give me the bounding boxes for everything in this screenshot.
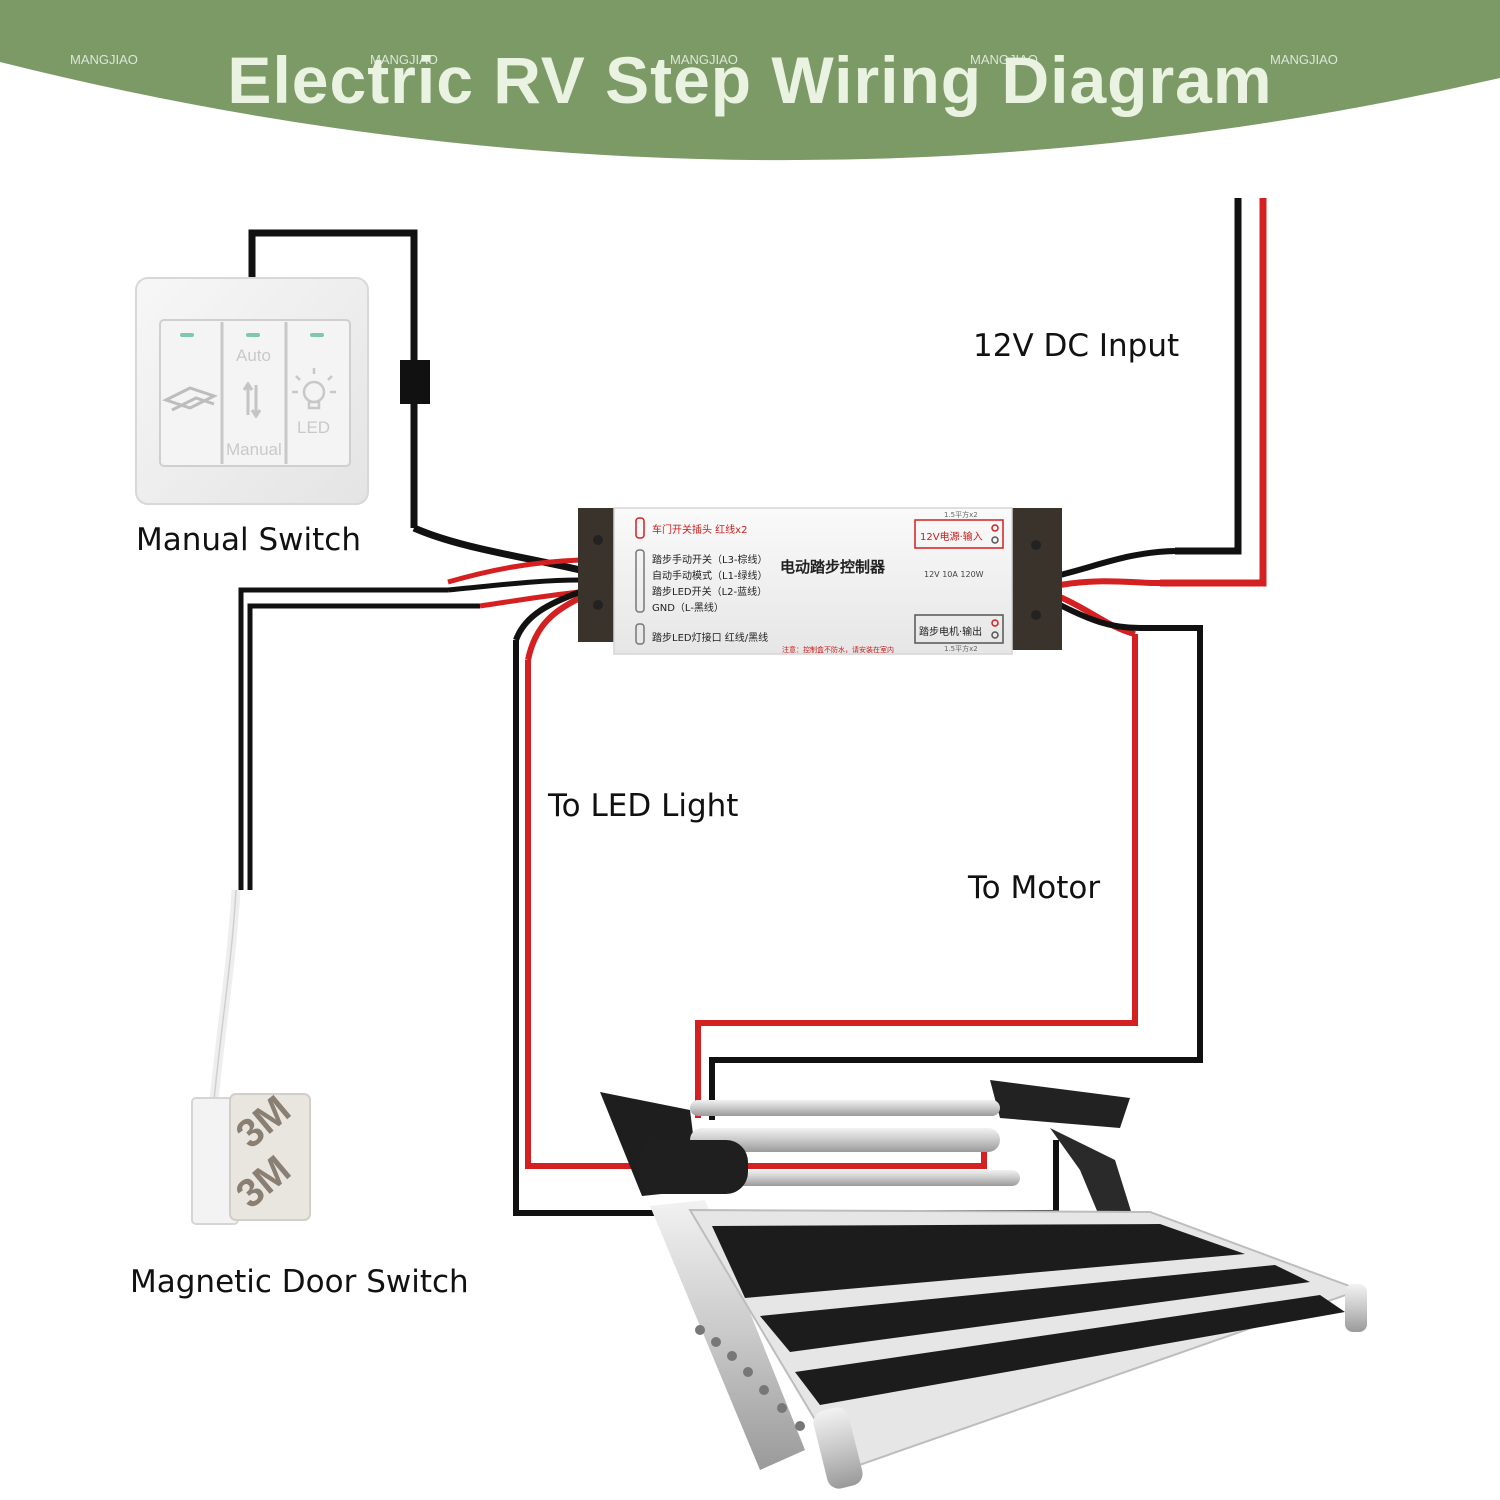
watermark: MANGJIAO xyxy=(70,52,138,67)
controller-motor-out: 踏步电机·输出 xyxy=(919,627,983,638)
led-light-label: To LED Light xyxy=(548,788,739,824)
manual-switch-label: Manual Switch xyxy=(136,522,361,558)
motor-label: To Motor xyxy=(968,870,1101,906)
controller-line-3: 踏步LED开关（L2-蓝线） xyxy=(652,587,768,598)
controller-warning: 注意：控制盒不防水，请安装在室内 xyxy=(782,646,894,654)
step-icon xyxy=(162,386,218,412)
controller-led-port: 踏步LED灯接口 红线/黑线 xyxy=(652,633,769,644)
controller-motor-spec: 1.5平方x2 xyxy=(944,645,978,653)
watermark: MANGJIAO xyxy=(970,52,1038,67)
controller-rating: 12V 10A 120W xyxy=(924,570,984,579)
controller-door-connector: 车门开关插头 红线x2 xyxy=(652,525,748,536)
controller-power-in: 12V电源·输入 xyxy=(920,532,983,543)
manual-switch-panel xyxy=(135,277,369,505)
manual-switch-wire xyxy=(248,229,581,585)
controller-line-4: GND（L-黑线） xyxy=(652,603,724,614)
motor-wires xyxy=(695,594,1203,1120)
rv-step xyxy=(600,1080,1367,1489)
page-title: Electric RV Step Wiring Diagram xyxy=(227,43,1273,117)
controller-power-spec: 1.5平方x2 xyxy=(944,511,978,519)
switch-manual-label: Manual xyxy=(226,440,282,459)
controller-line-2: 自动手动模式（L1-绿线） xyxy=(652,571,768,582)
controller-line-1: 踏步手动开关（L3-棕线） xyxy=(652,555,768,566)
watermark: MANGJIAO xyxy=(370,52,438,67)
magnetic-door-switch xyxy=(191,1093,311,1225)
updown-arrow-icon xyxy=(242,381,262,419)
watermark: MANGJIAO xyxy=(670,52,738,67)
switch-led-label: LED xyxy=(297,418,331,437)
controller-box xyxy=(578,507,1062,655)
watermark: MANGJIAO xyxy=(1270,52,1338,67)
dc-input-label: 12V DC Input xyxy=(973,328,1180,364)
controller-name: 电动踏步控制器 xyxy=(780,558,886,576)
door-switch-wire xyxy=(209,577,581,1101)
switch-auto-label: Auto xyxy=(236,346,271,365)
header-banner xyxy=(0,0,1500,161)
magnetic-door-switch-label: Magnetic Door Switch xyxy=(130,1264,469,1300)
dc-input-wires xyxy=(1059,198,1267,588)
